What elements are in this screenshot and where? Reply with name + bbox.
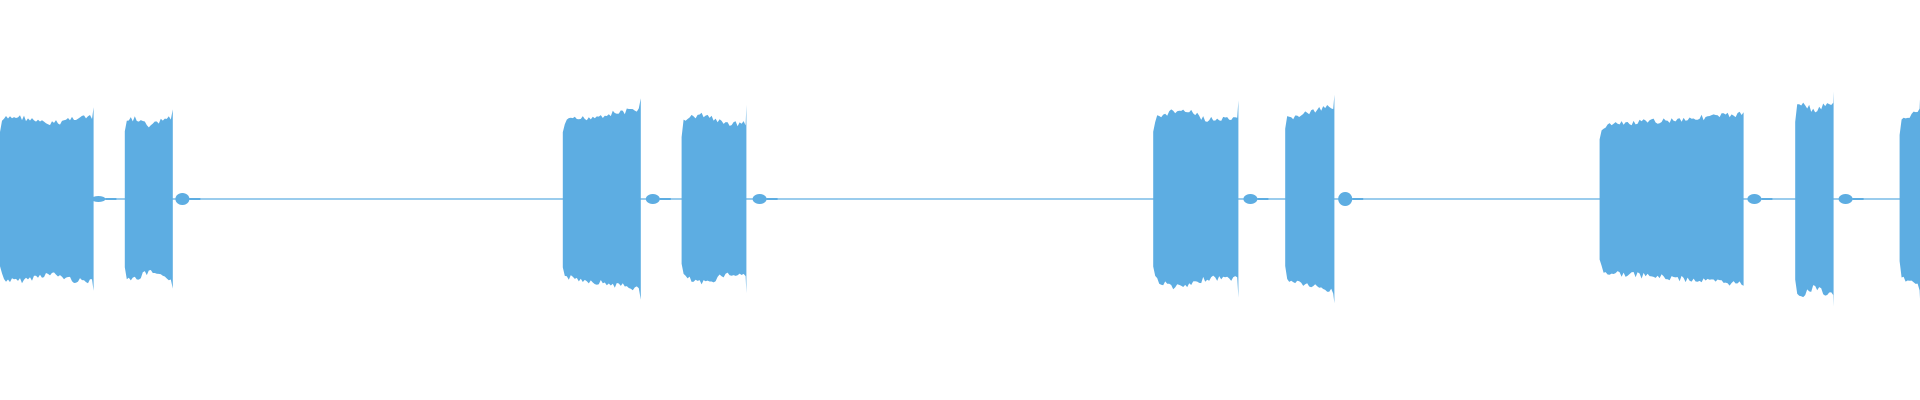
- waveform-tail: [1747, 194, 1762, 204]
- waveform-tails: [91, 192, 1864, 206]
- waveform-burst: [681, 104, 747, 294]
- waveform-burst: [1899, 99, 1920, 299]
- waveform-tail: [1838, 194, 1853, 204]
- waveform-burst: [1599, 103, 1744, 295]
- waveform-burst: [1795, 91, 1834, 307]
- waveform-burst: [1285, 94, 1335, 304]
- waveform-burst: [124, 109, 173, 289]
- waveform-tail: [1338, 192, 1353, 206]
- waveform-tail: [752, 194, 767, 204]
- waveform-tail: [175, 193, 190, 205]
- waveform-bursts: [0, 91, 1920, 307]
- waveform-tail: [645, 194, 660, 204]
- waveform-tail: [91, 196, 106, 202]
- waveform-burst: [0, 107, 94, 291]
- waveform-tail: [1243, 194, 1258, 204]
- waveform-burst: [1153, 100, 1239, 298]
- waveform-burst: [562, 98, 641, 300]
